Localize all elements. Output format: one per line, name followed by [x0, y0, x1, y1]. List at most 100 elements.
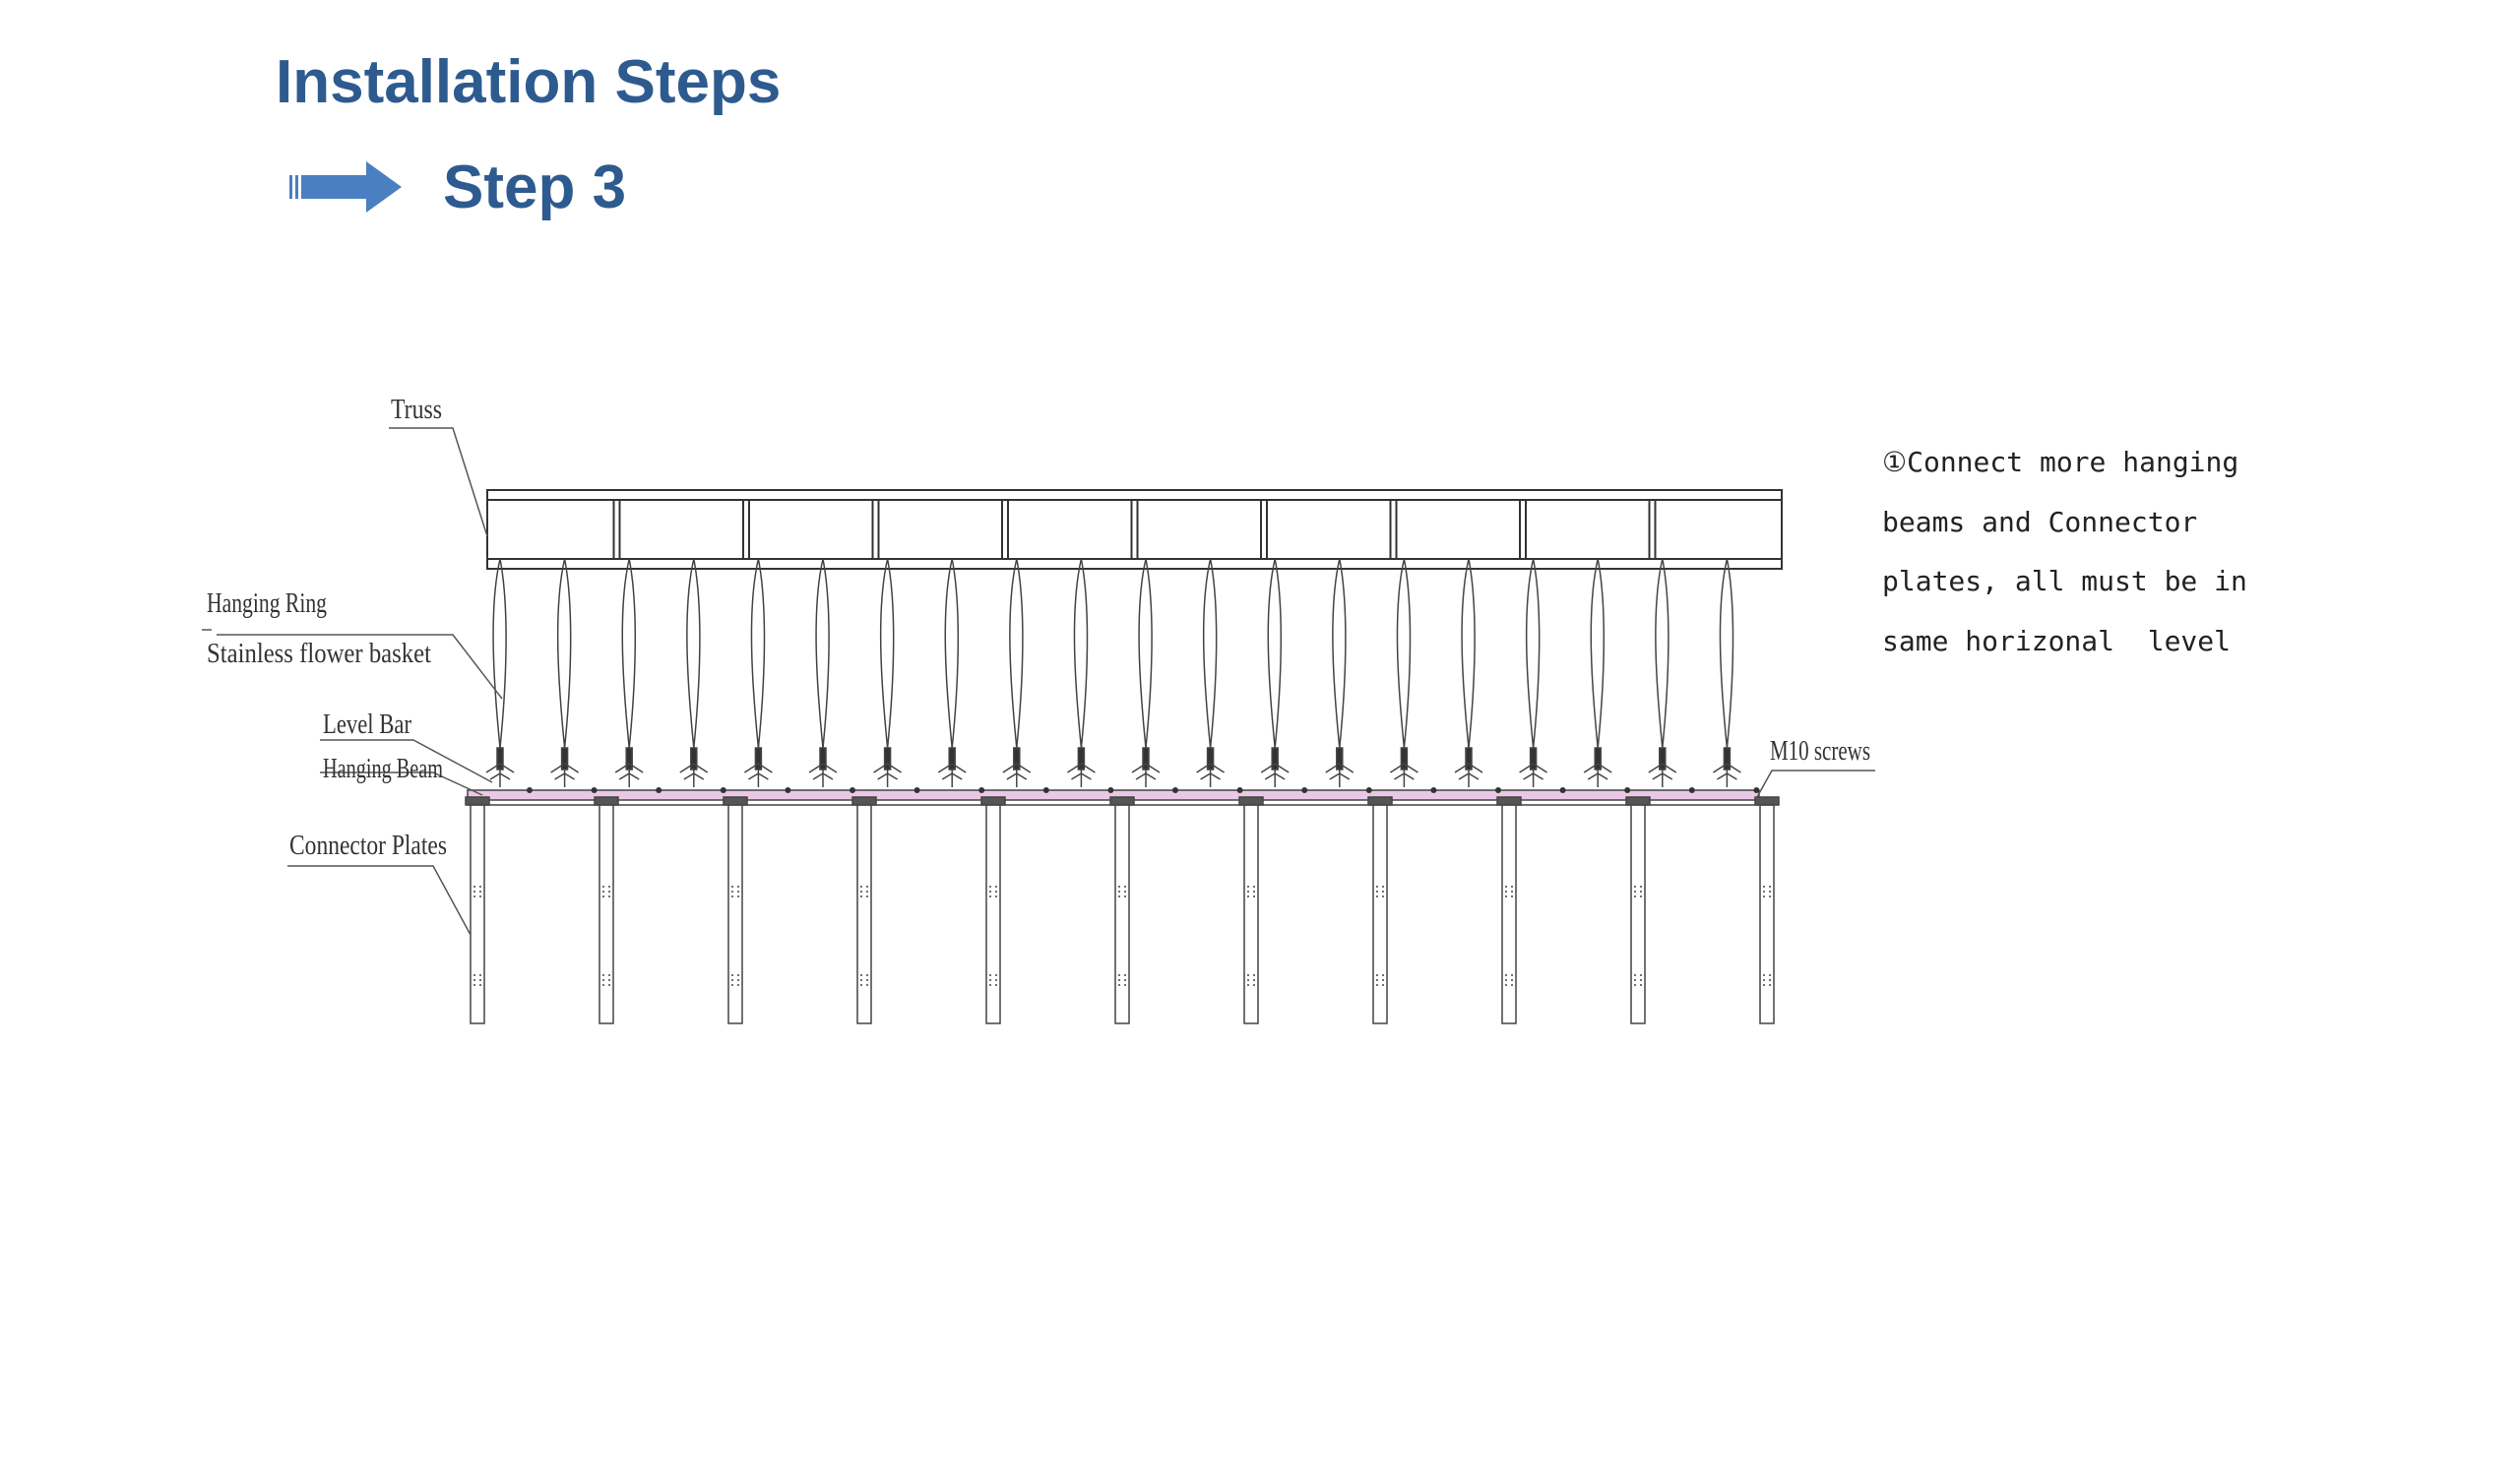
beam-bolt — [1688, 787, 1695, 793]
connector-post — [1372, 804, 1388, 1024]
flower-basket-body — [1400, 747, 1409, 771]
step-label: Step 3 — [443, 153, 627, 221]
level-bar-fitting — [1260, 763, 1290, 780]
level-bar-fitting — [1066, 763, 1096, 780]
hanging-ring — [1267, 558, 1283, 749]
connector-plate — [851, 796, 877, 806]
beam-bolt — [1042, 787, 1049, 793]
level-bar-fitting — [1648, 763, 1677, 780]
beam-bolt — [978, 787, 985, 793]
hanging-ring — [944, 558, 960, 749]
connector-plate — [594, 796, 619, 806]
flower-basket-body — [560, 747, 569, 771]
leader-lines — [202, 427, 1875, 936]
connector-plates — [465, 796, 1780, 1024]
hanging-ring — [1655, 558, 1670, 749]
hanging-ring — [1138, 558, 1153, 749]
label-connector-plates: Connector Plates — [289, 831, 447, 861]
level-bar-fitting — [873, 763, 903, 780]
beam-bolt — [850, 787, 855, 793]
hanging-ring — [1461, 558, 1476, 749]
hanging-ring — [621, 558, 637, 749]
instruction-text: ①Connect more hanging beams and Connecto… — [1882, 433, 2394, 671]
level-bar-fitting — [1325, 763, 1354, 780]
hanging-ring — [1396, 558, 1412, 749]
beam-bolt — [1753, 787, 1760, 793]
connector-post — [598, 804, 614, 1024]
hanging-ring — [492, 558, 507, 749]
level-bar-fitting — [1002, 763, 1032, 780]
flower-basket-body — [1594, 747, 1602, 771]
flower-basket-body — [948, 747, 956, 771]
label-m10-screws: M10 screws — [1770, 736, 1870, 767]
instruction-line: same horizonal level — [1882, 624, 2232, 657]
beam-bolt — [1559, 787, 1566, 793]
flower-basket-body — [1206, 747, 1215, 771]
flower-basket-body — [1659, 747, 1667, 771]
hanging-ring — [1073, 558, 1089, 749]
connector-post — [1630, 804, 1646, 1024]
truss — [486, 489, 1783, 570]
flower-basket-body — [496, 747, 504, 771]
connector-post — [985, 804, 1001, 1024]
connector-plate — [980, 796, 1006, 806]
arrow-right-icon — [287, 159, 404, 215]
level-bar-fitting — [550, 763, 580, 780]
beam-bolt — [1172, 787, 1178, 793]
flower-basket-body — [1465, 747, 1473, 771]
beam-bolt — [720, 787, 726, 793]
flower-basket-body — [690, 747, 698, 771]
hanging-ring — [686, 558, 701, 749]
step-header: Step 3 — [287, 148, 626, 226]
level-bar-fitting — [1389, 763, 1418, 780]
label-level-bar: Level Bar — [323, 710, 412, 740]
flower-basket-body — [1077, 747, 1086, 771]
flower-basket-body — [883, 747, 892, 771]
instruction-line: ①Connect more hanging — [1882, 446, 2239, 478]
connector-post — [1114, 804, 1130, 1024]
level-bar-fitting — [1196, 763, 1226, 780]
beam-bolt — [1495, 787, 1501, 793]
flower-basket-body — [819, 747, 827, 771]
level-bar-fitting — [743, 763, 773, 780]
flower-basket-body — [1013, 747, 1021, 771]
beam-bolt — [591, 787, 598, 793]
beam-bolt — [914, 787, 920, 793]
connector-plate — [1496, 796, 1522, 806]
connector-plate — [1625, 796, 1651, 806]
hanging-ring — [1202, 558, 1218, 749]
flower-basket-body — [754, 747, 763, 771]
connector-plate — [465, 796, 490, 806]
beam-bolt — [1624, 787, 1631, 793]
connector-post — [1759, 804, 1775, 1024]
beam-bolt — [1107, 787, 1114, 793]
level-bar-fitting — [485, 763, 515, 780]
connector-plate — [723, 796, 748, 806]
connector-post — [1243, 804, 1259, 1024]
connector-post — [470, 804, 485, 1024]
hanging-ring — [1009, 558, 1024, 749]
level-bar-fitting — [937, 763, 967, 780]
level-bar-fitting — [808, 763, 838, 780]
level-bar-fitting — [1583, 763, 1612, 780]
hanging-ring — [750, 558, 766, 749]
hanging-ring — [879, 558, 895, 749]
hanging-ring — [815, 558, 830, 749]
label-hanging-ring: Hanging Ring — [207, 588, 327, 619]
hanger-group — [485, 558, 1741, 787]
instruction-line: beams and Connector — [1882, 505, 2198, 538]
flower-basket-body — [625, 747, 633, 771]
hanging-ring — [1719, 558, 1734, 749]
flower-basket-body — [1529, 747, 1538, 771]
level-bar-fitting — [679, 763, 709, 780]
hanging-ring — [1590, 558, 1606, 749]
beam-bolt — [1365, 787, 1372, 793]
label-truss: Truss — [391, 395, 442, 425]
level-bar-fitting — [1131, 763, 1161, 780]
flower-basket-body — [1142, 747, 1150, 771]
connector-post — [1501, 804, 1517, 1024]
level-bar-fitting — [1454, 763, 1483, 780]
label-hanging-beam: Hanging Beam — [323, 754, 443, 784]
beam-bolt — [656, 787, 662, 793]
